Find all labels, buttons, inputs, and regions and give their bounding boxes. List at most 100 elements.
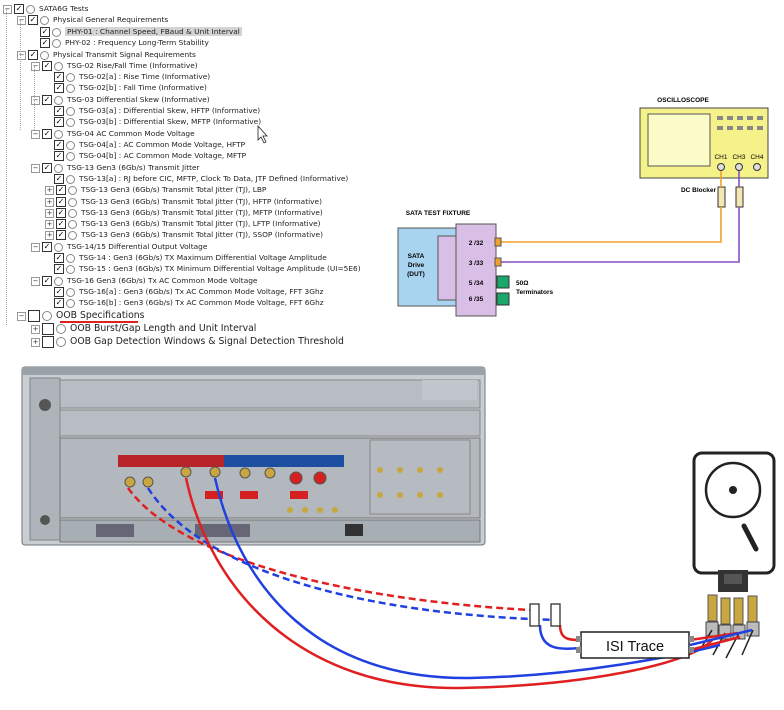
tree-row-label: TSG-02[b] : Fall Time (Informative): [79, 83, 207, 92]
collapse-icon[interactable]: −: [17, 50, 26, 60]
checkbox[interactable]: ✓: [54, 106, 64, 116]
test-tree: −✓SATA6G Tests−✓Physical General Require…: [0, 0, 361, 355]
status-circle-icon: [66, 298, 75, 308]
purple-trace: [498, 171, 740, 263]
checkbox[interactable]: ✓: [56, 219, 66, 229]
checkbox[interactable]: ✓: [54, 72, 64, 82]
collapse-icon[interactable]: −: [31, 95, 40, 105]
tree-row-tsg15[interactable]: ✓TSG-15 : Gen3 (6Gb/s) TX Minimum Differ…: [45, 263, 361, 275]
cable-red-dashed: [126, 487, 531, 612]
tree-row-tsg13a[interactable]: ✓TSG-13[a] : RJ before CIC, MFTP, Clock …: [45, 173, 348, 185]
collapse-icon[interactable]: −: [3, 4, 12, 14]
ch3-label: CH3: [732, 154, 745, 161]
checkbox[interactable]: ✓: [28, 15, 38, 25]
checkbox[interactable]: ✓: [54, 298, 64, 308]
tree-row-tsg16a[interactable]: ✓TSG-16[a] : Gen3 (6Gb/s) Tx AC Common M…: [45, 286, 324, 298]
oob-underline: [60, 321, 138, 323]
checkbox[interactable]: ✓: [54, 253, 64, 263]
tree-row-tsg13-lbp[interactable]: +✓TSG-13 Gen3 (6Gb/s) Transmit Total Jit…: [45, 184, 266, 196]
checkbox[interactable]: ✓: [42, 61, 52, 71]
tree-row-tsg1415[interactable]: −✓TSG-14/15 Differential Output Voltage: [31, 241, 207, 253]
tree-row-tsg04[interactable]: −✓TSG-04 AC Common Mode Voltage: [31, 128, 195, 140]
expand-icon[interactable]: +: [31, 324, 40, 334]
tree-row-tsg02a[interactable]: ✓TSG-02[a] : Rise Time (Informative): [45, 71, 210, 83]
tree-row-phys-tx[interactable]: −✓Physical Transmit Signal Requirements: [17, 49, 196, 61]
status-circle-icon: [66, 140, 75, 150]
collapse-icon[interactable]: −: [31, 61, 40, 71]
status-circle-icon: [54, 163, 63, 173]
tree-row-tsg04a[interactable]: ✓TSG-04[a] : AC Common Mode Voltage, HFT…: [45, 139, 245, 151]
checkbox[interactable]: ✓: [54, 287, 64, 297]
collapse-icon[interactable]: −: [31, 242, 40, 252]
checkbox[interactable]: ✓: [56, 197, 66, 207]
checkbox[interactable]: ✓: [42, 276, 52, 286]
expand-icon[interactable]: +: [45, 230, 54, 240]
checkbox[interactable]: ✓: [54, 140, 64, 150]
checkbox[interactable]: [42, 336, 54, 348]
tree-row-oob-burst[interactable]: +OOB Burst/Gap Length and Unit Interval: [31, 322, 256, 336]
tree-row-oob[interactable]: − OOB Specifications: [17, 309, 145, 323]
status-circle-icon: [66, 106, 75, 116]
tree-row-tsg13-mftp[interactable]: +✓TSG-13 Gen3 (6Gb/s) Transmit Total Jit…: [45, 207, 323, 219]
checkbox[interactable]: ✓: [56, 185, 66, 195]
checkbox[interactable]: [28, 310, 40, 322]
terminator-1: [496, 275, 510, 289]
checkbox[interactable]: ✓: [28, 50, 38, 60]
checkbox[interactable]: ✓: [54, 264, 64, 274]
checkbox[interactable]: ✓: [42, 163, 52, 173]
drive-label-1: SATA: [408, 253, 425, 260]
expand-icon[interactable]: +: [31, 337, 40, 347]
checkbox[interactable]: ✓: [42, 129, 52, 139]
cable-blue-dashed: [146, 487, 561, 622]
tree-row-phys-gen[interactable]: −✓Physical General Requirements: [17, 14, 168, 26]
checkbox[interactable]: ✓: [14, 4, 24, 14]
checkbox[interactable]: [42, 323, 54, 335]
checkbox[interactable]: ✓: [42, 242, 52, 252]
tree-row-tsg13-ssop[interactable]: +✓TSG-13 Gen3 (6Gb/s) Transmit Total Jit…: [45, 229, 323, 241]
checkbox[interactable]: ✓: [40, 27, 50, 37]
checkbox[interactable]: ✓: [54, 174, 64, 184]
tree-row-tsg03a[interactable]: ✓TSG-03[a] : Differential Skew, HFTP (In…: [45, 105, 260, 117]
tree-row-tsg14[interactable]: ✓TSG-14 : Gen3 (6Gb/s) TX Maximum Differ…: [45, 252, 327, 264]
tree-row-phy02[interactable]: ✓PHY-02 : Frequency Long-Term Stability: [31, 37, 209, 49]
orange-trace: [498, 171, 722, 243]
checkbox[interactable]: ✓: [56, 230, 66, 240]
checkbox[interactable]: ✓: [42, 95, 52, 105]
tree-row-tsg02b[interactable]: ✓ TSG-02[b] : Fall Time (Informative): [45, 82, 207, 94]
checkbox[interactable]: ✓: [54, 83, 64, 93]
tree-row-root[interactable]: −✓ SATA6G Tests: [3, 3, 89, 15]
checkbox[interactable]: ✓: [40, 38, 50, 48]
hard-drive: [692, 451, 776, 592]
tree-row-label: SATA6G Tests: [39, 4, 89, 13]
tree-row-tsg13-hftp[interactable]: +✓TSG-13 Gen3 (6Gb/s) Transmit Total Jit…: [45, 196, 322, 208]
tree-row-tsg16[interactable]: −✓TSG-16 Gen3 (6Gb/s) Tx AC Common Mode …: [31, 275, 257, 287]
expand-icon[interactable]: +: [45, 219, 54, 229]
collapse-icon[interactable]: −: [17, 311, 26, 321]
collapse-icon[interactable]: −: [31, 276, 40, 286]
expand-icon[interactable]: +: [45, 208, 54, 218]
status-circle-icon: [40, 50, 49, 60]
expand-icon[interactable]: +: [45, 197, 54, 207]
collapse-icon[interactable]: −: [31, 163, 40, 173]
tree-row-tsg04b[interactable]: ✓TSG-04[b] : AC Common Mode Voltage, MFT…: [45, 150, 246, 162]
checkbox[interactable]: ✓: [56, 208, 66, 218]
isi-dc-blocker-1: [529, 603, 540, 627]
terminator-label-2: Terminators: [516, 289, 553, 296]
tree-row-oob-gap[interactable]: +OOB Gap Detection Windows & Signal Dete…: [31, 335, 344, 349]
expand-icon[interactable]: +: [45, 185, 54, 195]
tree-row-label: OOB Specifications: [56, 310, 145, 321]
tree-row-label: TSG-03 Differential Skew (Informative): [67, 95, 210, 104]
tree-row-tsg13[interactable]: −✓TSG-13 Gen3 (6Gb/s) Transmit Jitter: [31, 162, 200, 174]
tree-row-phy01[interactable]: ✓PHY-01 : Channel Speed, FBaud & Unit In…: [31, 26, 242, 38]
checkbox[interactable]: ✓: [54, 117, 64, 127]
collapse-icon[interactable]: −: [31, 129, 40, 139]
tree-row-tsg03b[interactable]: ✓TSG-03[b] : Differential Skew, MFTP (In…: [45, 116, 261, 128]
status-circle-icon: [52, 27, 61, 37]
tree-row-tsg13-lftp[interactable]: +✓TSG-13 Gen3 (6Gb/s) Transmit Total Jit…: [45, 218, 321, 230]
port-6-35: 6 /35: [469, 296, 484, 303]
collapse-icon[interactable]: −: [17, 15, 26, 25]
tree-row-tsg03[interactable]: −✓ TSG-03 Differential Skew (Informative): [31, 94, 210, 106]
tree-row-tsg16b[interactable]: ✓TSG-16[b] : Gen3 (6Gb/s) Tx AC Common M…: [45, 297, 324, 309]
tree-row-tsg02[interactable]: −✓TSG-02 Rise/Fall Time (Informative): [31, 60, 198, 72]
checkbox[interactable]: ✓: [54, 151, 64, 161]
